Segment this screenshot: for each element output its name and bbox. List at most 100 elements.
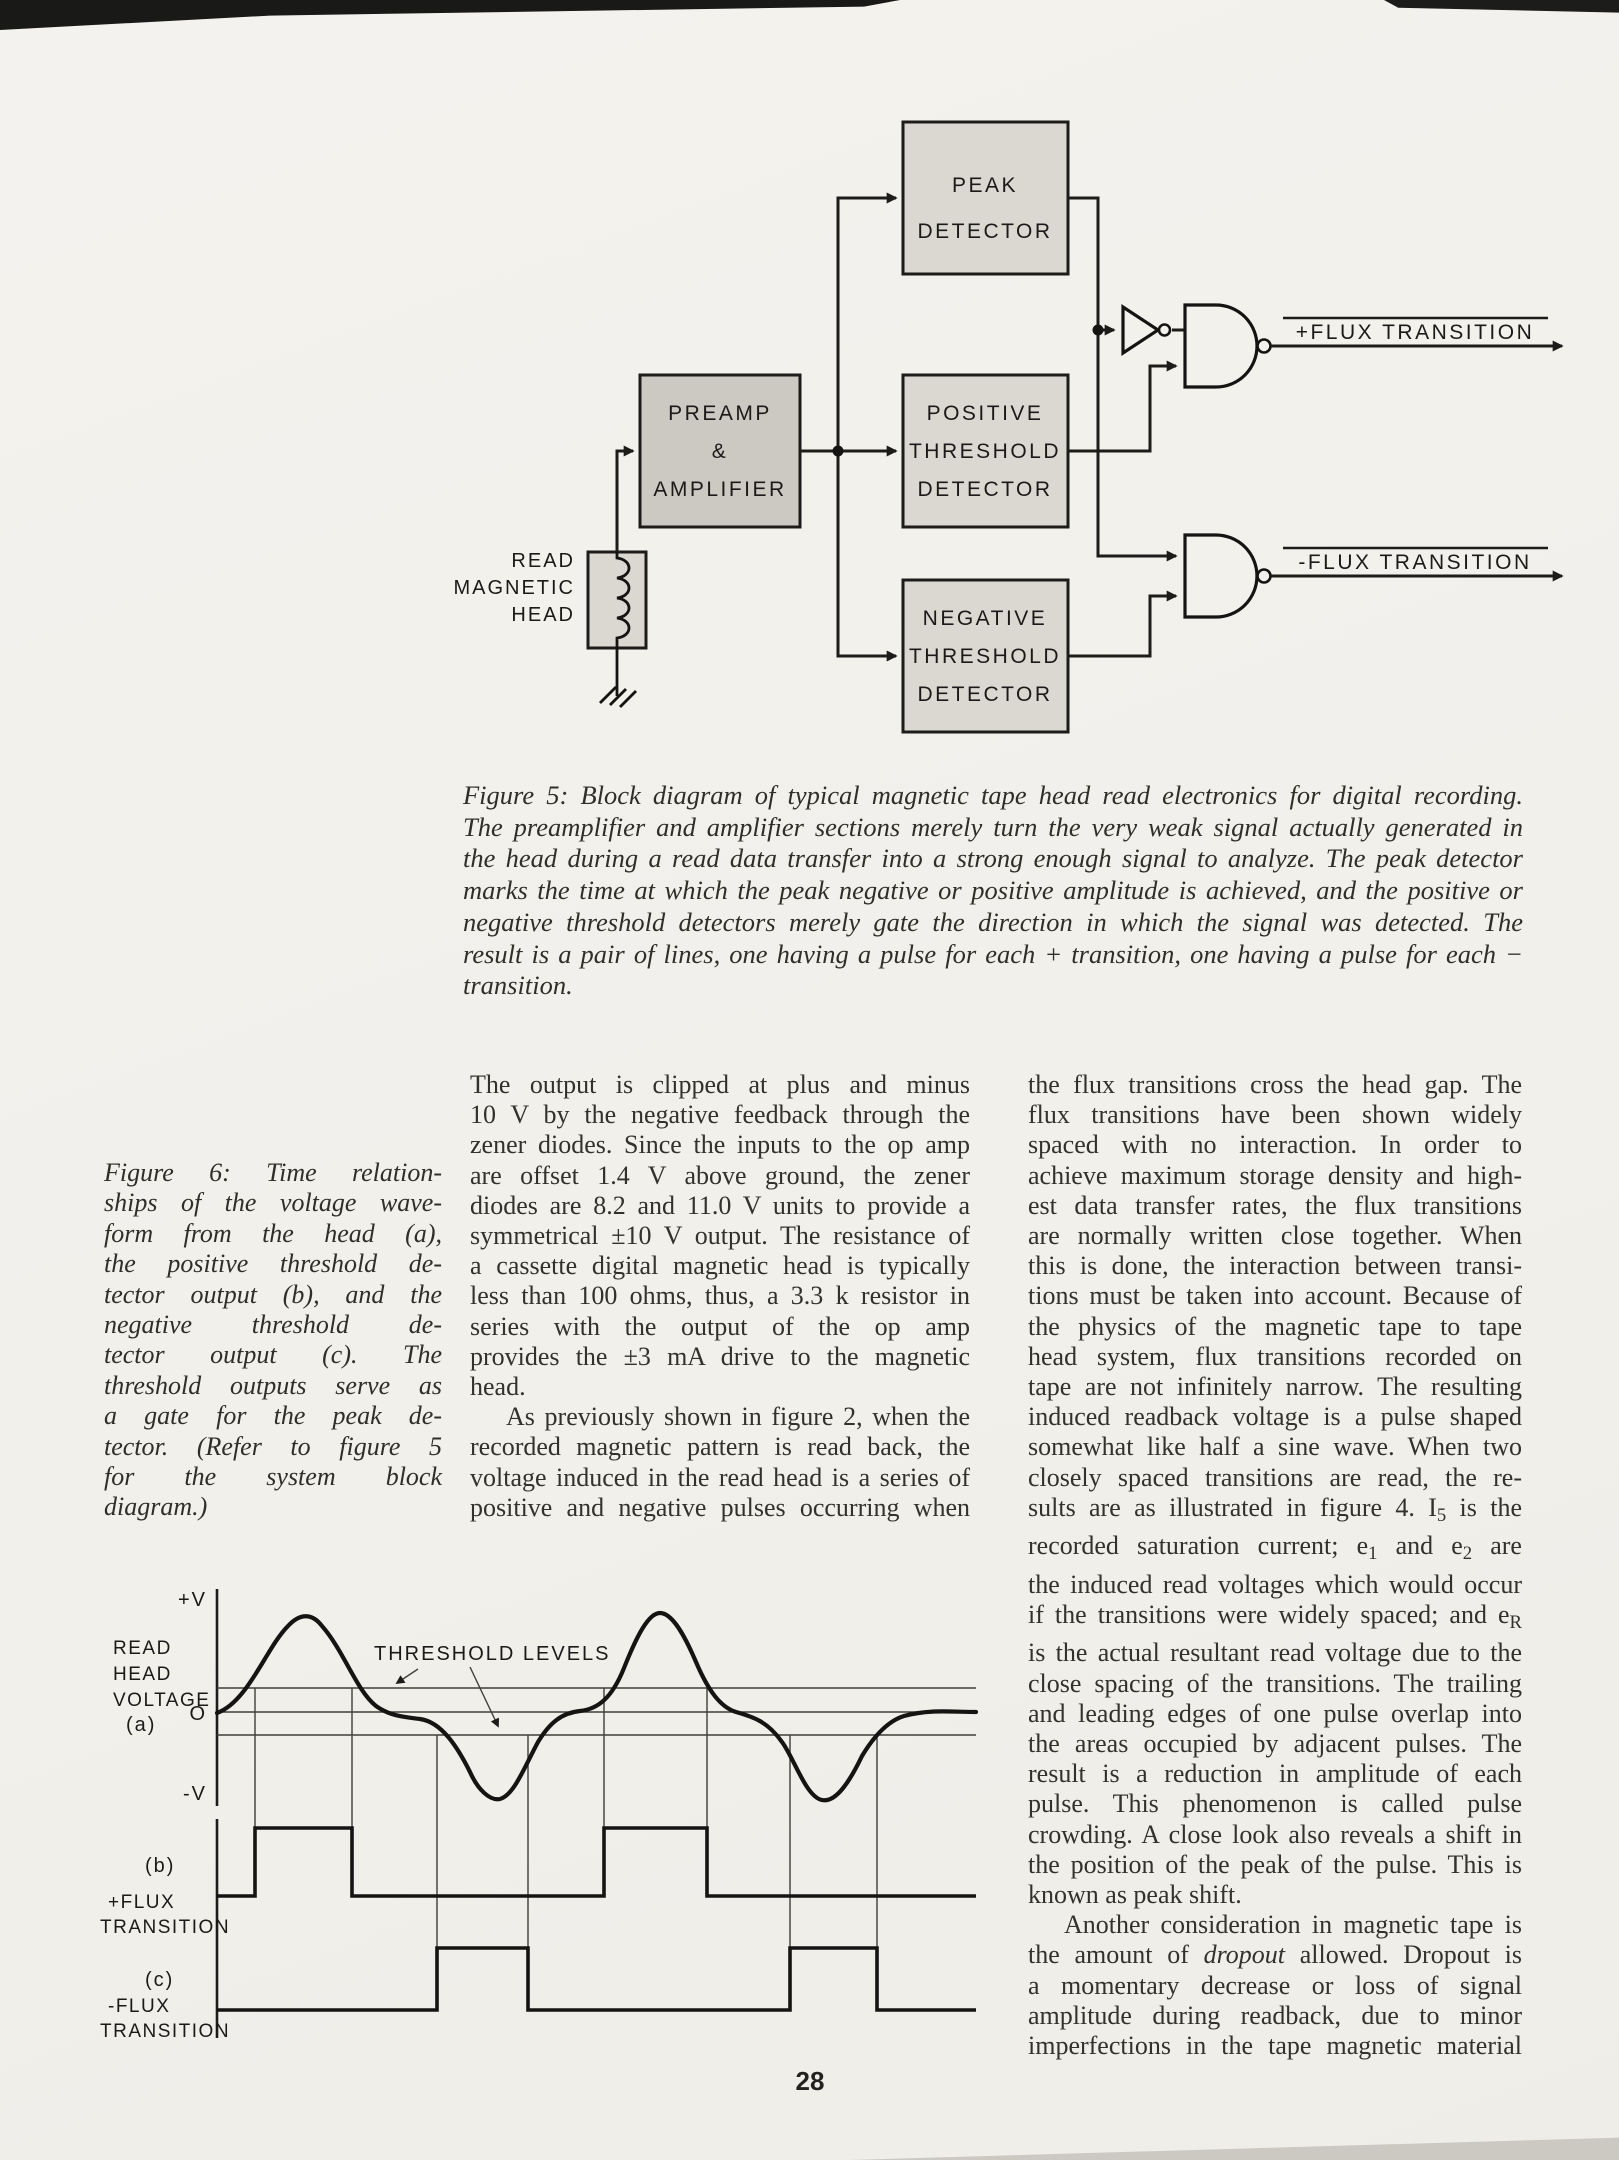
text-line: sults are as illustrated in figure 4. I5… <box>1028 1492 1522 1527</box>
box-label: PREAMP <box>668 402 772 425</box>
text-line: Figure 6: Time relation- <box>104 1158 442 1187</box>
text-line: head. <box>470 1372 526 1402</box>
text-line: est data transfer rates, the flux transi… <box>1028 1190 1522 1220</box>
junction-dot <box>1092 324 1104 336</box>
text-line: the flux transitions cross the head gap.… <box>1028 1070 1522 1099</box>
text-line: close spacing of the transitions. The tr… <box>1028 1668 1522 1698</box>
text-line: form from the head (a), <box>104 1218 442 1248</box>
c-flux-label: -FLUX <box>108 1996 170 2017</box>
trace-a-label: (a) <box>126 1714 156 1736</box>
coil-icon <box>615 552 631 648</box>
text-line: the amount of dropout allowed. Dropout i… <box>1028 1940 1522 1970</box>
threshold-levels-label: THRESHOLD LEVELS <box>374 1643 611 1665</box>
text-line: this is done, the interaction between tr… <box>1028 1251 1522 1281</box>
page-number: 28 <box>795 2066 825 2096</box>
text-line: The output is clipped at plus and minus <box>470 1070 970 1099</box>
box-label: DETECTOR <box>917 220 1052 243</box>
text-line: Another consideration in magnetic tape i… <box>1064 1910 1522 1940</box>
head-label: READ <box>511 550 575 572</box>
read-head-voltage-waveform <box>214 1610 979 1803</box>
text-line: tector output (c). The <box>104 1340 442 1370</box>
nand-gate-minus-icon <box>1183 533 1272 619</box>
text-line: As previously shown in figure 2, when th… <box>506 1402 970 1432</box>
minus-flux-pulse-train <box>217 1946 976 2012</box>
minus-v-label: -V <box>183 1783 207 1805</box>
ground-icon <box>599 648 637 708</box>
text-line: voltage induced in the read head is a se… <box>470 1462 970 1492</box>
text-line: spaced with no interaction. In order to <box>1028 1130 1522 1160</box>
box-label: THRESHOLD <box>909 440 1061 463</box>
text-line: a momentary decrease or loss of signal <box>1028 1970 1522 2000</box>
text-line: recorded saturation current; e1 and e2 a… <box>1028 1531 1522 1565</box>
text-line: amplitude during readback, due to minor <box>1028 2000 1522 2030</box>
text-line: recorded magnetic pattern is read back, … <box>470 1432 970 1462</box>
text-line: tape are not infinitely narrow. The resu… <box>1028 1372 1522 1402</box>
text-line: positive and negative pulses occurring w… <box>470 1492 970 1522</box>
text-line: zener diodes. Since the inputs to the op… <box>470 1130 970 1160</box>
read-head-symbol: READ MAGNETIC HEAD <box>453 550 648 708</box>
text-line: a cassette digital magnetic head is typi… <box>470 1251 970 1281</box>
box-label: & <box>712 440 729 463</box>
text-line: the positive threshold de- <box>104 1249 442 1279</box>
box-label: THRESHOLD <box>909 645 1061 668</box>
junction-dot <box>832 445 844 457</box>
read-head-voltage-label: READ <box>113 1638 172 1659</box>
threshold-arrow <box>469 1666 499 1728</box>
text-line: Figure 5: Block diagram of typical magne… <box>463 780 1523 810</box>
preamp-amplifier-box: PREAMP & AMPLIFIER <box>638 373 802 529</box>
body-column-right: the flux transitions cross the head gap.… <box>1028 1070 1522 2061</box>
box-label: PEAK <box>952 174 1018 197</box>
paragraph: Another consideration in magnetic tape i… <box>1028 1910 1522 2061</box>
text-line: result is a reduction in amplitude of ea… <box>1028 1759 1522 1789</box>
crossing-guides <box>254 1688 878 1948</box>
plus-flux-label: +FLUX TRANSITION <box>1296 321 1535 344</box>
text-line: diodes are 8.2 and 11.0 V units to provi… <box>470 1190 970 1220</box>
text-line: known as peak shift. <box>1028 1879 1242 1909</box>
figure5-block-diagram: PEAK DETECTOR PREAMP & AMPLIFIER POSITIV… <box>453 120 1564 734</box>
positive-threshold-box: POSITIVE THRESHOLD DETECTOR <box>901 373 1070 529</box>
diagram-wires <box>615 192 1185 662</box>
text-line: marks the time at which the peak negativ… <box>463 875 1523 906</box>
c-flux-label: TRANSITION <box>100 2021 230 2042</box>
minus-flux-output: -FLUX TRANSITION <box>1271 546 1564 582</box>
text-line: crowding. A close look also reveals a sh… <box>1028 1819 1522 1849</box>
text-line: flux transitions have been shown widely <box>1028 1100 1522 1130</box>
text-line: if the transitions were widely spaced; a… <box>1028 1599 1522 1634</box>
text-line: The preamplifier and amplifier sections … <box>463 811 1523 842</box>
text-line: provides the ±3 mA drive to the magnetic <box>470 1341 970 1371</box>
text-line: and leading edges of one pulse overlap i… <box>1028 1698 1522 1728</box>
text-line: tions must be taken into account. Becaus… <box>1028 1281 1522 1311</box>
figure5-caption: Figure 5: Block diagram of typical magne… <box>463 780 1523 1002</box>
plus-flux-pulse-train <box>217 1826 976 1898</box>
text-line: for the system block <box>104 1462 442 1492</box>
text-line: the areas occupied by adjacent pulses. T… <box>1028 1728 1522 1758</box>
figure6-waveform-diagram: +V O -V READ HEAD VOLTAGE (a) (b) +FLUX … <box>100 1589 979 2042</box>
paragraph: Figure 5: Block diagram of typical magne… <box>463 780 1523 1002</box>
box-label: DETECTOR <box>917 478 1052 501</box>
peak-detector-box: PEAK DETECTOR <box>901 120 1070 276</box>
text-line: negative threshold detectors merely gate… <box>463 906 1523 937</box>
text-line: tector. (Refer to figure 5 <box>104 1431 442 1461</box>
head-label: MAGNETIC <box>453 577 575 599</box>
read-head-voltage-label: VOLTAGE <box>113 1690 210 1711</box>
text-line: imperfections in the tape magnetic mater… <box>1028 2031 1522 2060</box>
text-line: somewhat like half a sine wave. When two <box>1028 1432 1522 1462</box>
text-line: the head during a read data transfer int… <box>463 843 1523 874</box>
inverter-gate-icon <box>1121 304 1172 356</box>
text-line: head system, flux transitions recorded o… <box>1028 1341 1522 1371</box>
text-line: is the actual resultant read voltage due… <box>1028 1638 1522 1668</box>
text-line: 10 V by the negative feedback through th… <box>470 1100 970 1130</box>
negative-threshold-box: NEGATIVE THRESHOLD DETECTOR <box>901 578 1070 734</box>
text-line: induced readback voltage is a pulse shap… <box>1028 1402 1522 1432</box>
text-line: achieve maximum storage density and high… <box>1028 1160 1522 1190</box>
box-label: NEGATIVE <box>923 607 1048 630</box>
box-label: POSITIVE <box>927 402 1044 425</box>
figure6-caption: Figure 6: Time relation-ships of the vol… <box>104 1158 442 1523</box>
text-line: ships of the voltage wave- <box>104 1188 442 1218</box>
nand-gate-plus-icon <box>1183 303 1272 389</box>
text-line: series with the output of the op amp <box>470 1311 970 1341</box>
head-label: HEAD <box>511 604 575 626</box>
